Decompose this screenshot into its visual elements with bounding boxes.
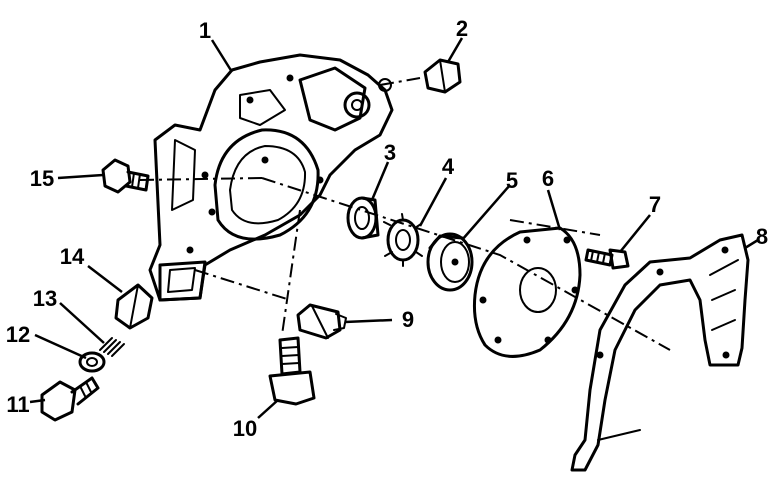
label-14: 14 <box>60 244 85 269</box>
part-8-gasket <box>570 233 750 472</box>
part-15-fitting <box>101 158 150 194</box>
label-3: 3 <box>384 140 396 165</box>
part-2-plug <box>423 58 462 94</box>
label-8: 8 <box>756 224 768 249</box>
part-11-bolt <box>40 376 100 422</box>
callout-labels: 1 2 3 4 5 6 7 8 9 10 11 12 13 14 15 <box>6 16 768 441</box>
part-6-cover-plate <box>473 226 582 358</box>
assembly-axes <box>139 77 671 351</box>
leader-lines <box>29 37 759 419</box>
label-9: 9 <box>402 307 414 332</box>
part-12-washer <box>78 351 106 373</box>
part-7-screw <box>584 248 630 270</box>
label-10: 10 <box>233 416 257 441</box>
label-2: 2 <box>456 16 468 41</box>
label-13: 13 <box>33 286 57 311</box>
part-4-gear <box>383 213 423 267</box>
label-15: 15 <box>30 166 54 191</box>
label-7: 7 <box>649 192 661 217</box>
part-9-sleeve <box>296 303 347 340</box>
part-10-bolt <box>268 336 316 406</box>
part-3-seal <box>346 196 380 240</box>
part-13-spring <box>99 337 125 357</box>
label-11: 11 <box>6 392 29 417</box>
label-4: 4 <box>442 154 455 179</box>
label-6: 6 <box>542 166 554 191</box>
label-12: 12 <box>6 322 30 347</box>
label-1: 1 <box>199 18 211 43</box>
part-1-housing <box>148 53 394 302</box>
part-5-rotor <box>426 232 474 292</box>
label-5: 5 <box>506 168 518 193</box>
part-14-piston <box>114 283 154 330</box>
